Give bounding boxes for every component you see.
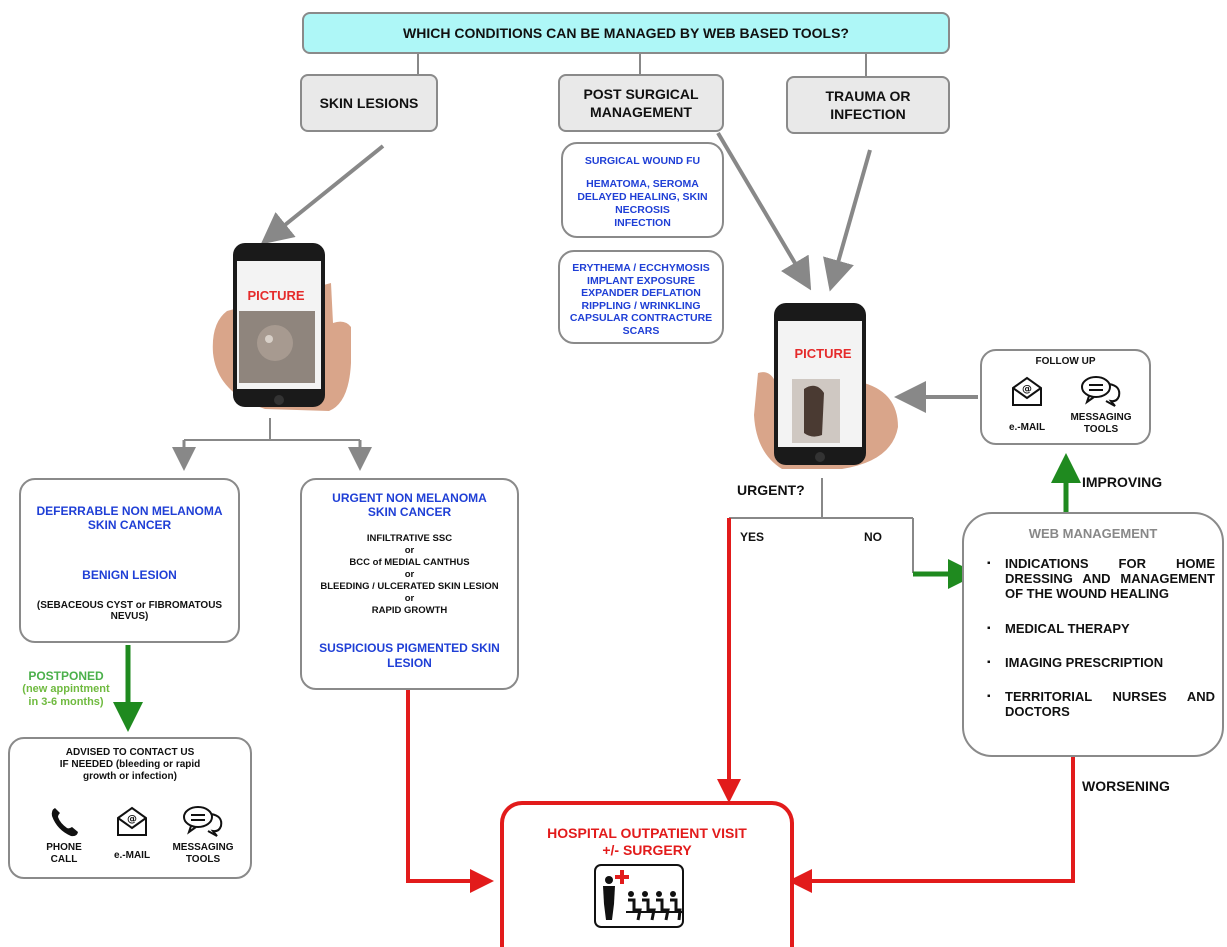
suspicious-2: LESION xyxy=(387,656,432,670)
trauma-box: TRAUMA OR INFECTION xyxy=(786,76,950,134)
envelope-icon: @ xyxy=(1012,376,1042,406)
erythema-line: ERYTHEMA / ECCHYMOSIS xyxy=(572,262,710,274)
skin-lesions-box: SKIN LESIONS xyxy=(300,74,438,132)
urgent-to-hospital-arrow xyxy=(406,690,494,893)
svg-text:@: @ xyxy=(127,814,137,825)
postponed-label: POSTPONED (new appintment in 3-6 months) xyxy=(10,670,122,709)
left-picture-label: PICTURE xyxy=(247,288,305,303)
urgent-melanoma-box: URGENT NON MELANOMA SKIN CANCER INFILTRA… xyxy=(300,478,519,690)
hematoma-line: HEMATOMA, SEROMA xyxy=(586,178,699,190)
post-surgical-line1: POST SURGICAL xyxy=(583,86,699,102)
yes-label: YES xyxy=(740,530,765,544)
advised-messaging-line1: MESSAGING xyxy=(172,842,234,853)
post-surgical-box: POST SURGICAL MANAGEMENT xyxy=(558,74,724,132)
svg-text:@: @ xyxy=(1022,384,1032,395)
right-picture-label: PICTURE xyxy=(794,346,852,361)
advised-box: ADVISED TO CONTACT US IF NEEDED (bleedin… xyxy=(8,737,252,879)
advised-email-item: @ e.-MAIL xyxy=(104,804,160,862)
urgent-item-2: BCC of MEDIAL CANTHUS xyxy=(349,557,470,568)
hospital-line1: HOSPITAL OUTPATIENT VISIT xyxy=(547,825,747,841)
trauma-line1: TRAUMA OR xyxy=(825,88,911,104)
surgical-to-phone-arrow xyxy=(716,131,812,291)
post-surgical-line2: MANAGEMENT xyxy=(590,104,692,120)
no-label: NO xyxy=(864,530,882,544)
followup-email-label: e.-MAIL xyxy=(1008,422,1046,433)
benign-note-1: (SEBACEOUS CYST or FIBROMATOUS xyxy=(36,600,223,611)
web-management-title: WEB MANAGEMENT xyxy=(1028,526,1158,541)
urgent-question: URGENT? xyxy=(737,482,805,498)
phone-icon xyxy=(51,808,78,837)
urgent-item-or-3: or xyxy=(404,593,415,604)
followup-email-item: @ e.-MAIL xyxy=(1000,374,1054,434)
urgent-item-or-1: or xyxy=(404,545,415,556)
urgent-title-1: URGENT NON MELANOMA xyxy=(332,491,487,505)
delayed-line: DELAYED HEALING, SKIN xyxy=(577,191,708,203)
web-management-item: TERRITORIAL NURSES AND DOCTORS xyxy=(987,689,1215,719)
scars-line: SCARS xyxy=(622,324,660,337)
improving-label: IMPROVING xyxy=(1082,474,1163,490)
web-management-item: MEDICAL THERAPY xyxy=(987,621,1215,636)
implant-line: IMPLANT EXPOSURE xyxy=(587,274,695,287)
envelope-icon: @ xyxy=(117,806,147,836)
trauma-to-phone-arrow xyxy=(823,149,872,292)
suspicious-1: SUSPICIOUS PIGMENTED SKIN xyxy=(319,641,500,655)
postponed-title: POSTPONED xyxy=(28,669,104,683)
follow-up-title: FOLLOW UP xyxy=(1035,356,1096,367)
surgical-wound-box: SURGICAL WOUND FU HEMATOMA, SEROMA DELAY… xyxy=(561,142,724,238)
urgent-title-2: SKIN CANCER xyxy=(367,505,452,519)
necrosis-line: NECROSIS xyxy=(615,204,670,216)
advised-messaging-line2: TOOLS xyxy=(185,854,221,865)
advised-line1: ADVISED TO CONTACT US xyxy=(65,747,195,758)
urgent-item-4: RAPID GROWTH xyxy=(371,605,448,616)
rippling-line: RIPPLING / WRINKLING xyxy=(581,299,701,312)
chat-bubbles-icon xyxy=(183,806,223,837)
advised-email-label: e.-MAIL xyxy=(113,850,151,861)
advised-line3: growth or infection) xyxy=(83,771,177,782)
doctor-waiting-room-icon xyxy=(594,864,684,928)
skin-to-phone-arrow xyxy=(260,144,385,245)
infection-line: INFECTION xyxy=(614,217,671,229)
hospital-line2: +/- SURGERY xyxy=(602,842,692,858)
followup-messaging-item: MESSAGING TOOLS xyxy=(1068,374,1134,436)
skin-lesions-label: SKIN LESIONS xyxy=(319,95,419,111)
postponed-line2: (new appintment xyxy=(22,683,110,695)
urgent-items: INFILTRATIVE SSC or BCC of MEDIAL CANTHU… xyxy=(302,533,517,617)
complications-box: ERYTHEMA / ECCHYMOSIS IMPLANT EXPOSURE E… xyxy=(558,250,724,344)
trauma-line2: INFECTION xyxy=(830,106,906,122)
expander-line: EXPANDER DEFLATION xyxy=(581,287,701,299)
phone-call-item: PHONE CALL xyxy=(36,806,92,866)
followup-messaging-line2: TOOLS xyxy=(1083,424,1119,435)
left-phone-image xyxy=(212,243,351,411)
deferrable-title-2: SKIN CANCER xyxy=(87,518,172,532)
advised-line2: IF NEEDED (bleeding or rapid xyxy=(59,759,201,770)
web-management-item: INDICATIONS FOR HOME DRESSING AND MANAGE… xyxy=(987,556,1215,601)
benign-lesion: BENIGN LESION xyxy=(82,568,177,582)
web-management-list: INDICATIONS FOR HOME DRESSING AND MANAGE… xyxy=(985,556,1215,733)
capsular-line: CAPSULAR CONTRACTURE xyxy=(569,312,713,324)
advised-messaging-item: MESSAGING TOOLS xyxy=(170,804,236,866)
benign-note-2: NEVUS) xyxy=(110,611,149,622)
surgical-wound-line: SURGICAL WOUND FU xyxy=(584,155,701,167)
urgent-item-or-2: or xyxy=(404,569,415,580)
follow-up-box: FOLLOW UP xyxy=(980,349,1151,445)
title-box: WHICH CONDITIONS CAN BE MANAGED BY WEB B… xyxy=(302,12,950,54)
deferrable-box: DEFERRABLE NON MELANOMA SKIN CANCER BENI… xyxy=(19,478,240,643)
web-management-item: IMAGING PRESCRIPTION xyxy=(987,655,1215,670)
worsening-arrow xyxy=(788,757,1075,893)
worsening-label: WORSENING xyxy=(1082,778,1170,794)
chat-bubbles-icon xyxy=(1081,376,1121,407)
followup-messaging-line1: MESSAGING xyxy=(1070,412,1132,423)
deferrable-title-1: DEFERRABLE NON MELANOMA xyxy=(36,504,223,518)
title-text: WHICH CONDITIONS CAN BE MANAGED BY WEB B… xyxy=(403,25,849,41)
phone-call-line2: CALL xyxy=(50,854,78,865)
phone-call-line1: PHONE xyxy=(46,842,82,853)
right-phone-image xyxy=(754,303,898,469)
urgent-item-1: INFILTRATIVE SSC xyxy=(366,533,453,544)
urgent-item-3: BLEEDING / ULCERATED SKIN LESION xyxy=(320,581,499,592)
postponed-line3: in 3-6 months) xyxy=(28,696,104,708)
